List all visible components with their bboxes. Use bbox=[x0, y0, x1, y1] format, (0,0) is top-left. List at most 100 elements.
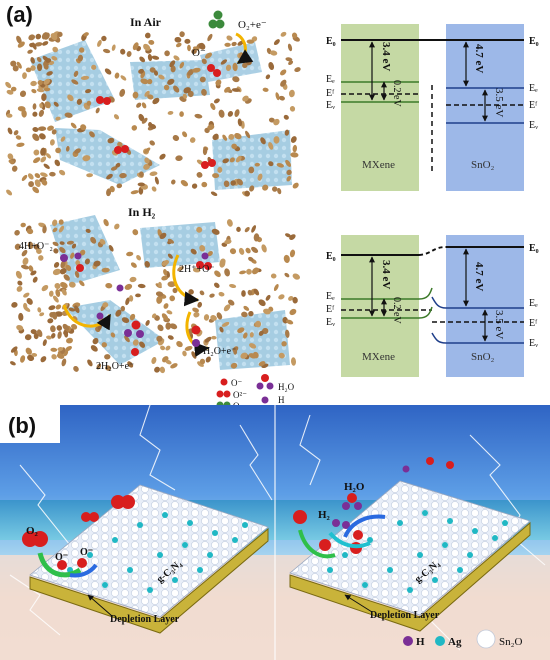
sno2-particle bbox=[249, 343, 257, 349]
sno2-particle bbox=[232, 346, 239, 352]
sno2-particle bbox=[257, 173, 263, 181]
sno2-particle bbox=[10, 361, 16, 366]
sno2-particle bbox=[221, 321, 230, 327]
sno2-particle bbox=[56, 325, 63, 331]
sno2-particle bbox=[157, 324, 164, 332]
sno2-particle bbox=[125, 297, 130, 306]
sno2-particle bbox=[50, 347, 58, 352]
sno2-particle bbox=[34, 179, 41, 188]
sno2-particle bbox=[171, 179, 176, 185]
sno2-particle bbox=[237, 327, 245, 333]
sno2-particle bbox=[126, 251, 134, 257]
sno2-particle bbox=[291, 32, 298, 39]
sno2-particle bbox=[135, 293, 141, 298]
sno2-particle bbox=[248, 311, 254, 317]
sno2-particle bbox=[207, 33, 213, 42]
sno2-particle bbox=[52, 227, 58, 233]
panel-b: O₂ O⁻ O⁻ g-C₃N₄ Depletion Layer bbox=[0, 405, 550, 660]
mxene-region-h2 bbox=[341, 235, 419, 377]
sno2-particle bbox=[70, 122, 77, 129]
sno2-particle bbox=[249, 332, 254, 338]
sno2-particle bbox=[147, 94, 154, 100]
left-blue-arrow bbox=[69, 563, 98, 578]
sno2-particle bbox=[80, 75, 90, 80]
h2-scene: In H₂ 4H+O⁻₂ 2H⁺+O⁻ H₂O+e⁻ 2H₂O+e⁻ bbox=[10, 205, 300, 374]
sno2-particle bbox=[278, 352, 285, 359]
h2-mid-reaction: 2H⁺+O⁻ bbox=[179, 264, 215, 275]
sno2-particle bbox=[47, 125, 54, 131]
sno2-particle bbox=[289, 106, 296, 112]
sno2-particle bbox=[170, 363, 178, 369]
sno2-particle bbox=[252, 267, 259, 275]
sno2-particle bbox=[248, 256, 254, 262]
sno2-particle bbox=[145, 319, 150, 326]
sno2-particle bbox=[251, 246, 259, 253]
sno2-particle bbox=[27, 354, 35, 362]
sno2-particle bbox=[246, 39, 255, 44]
sno2-particle bbox=[71, 243, 77, 249]
sno2-particle bbox=[179, 61, 185, 69]
sno2-particle bbox=[83, 32, 89, 37]
label-ev-right-h2: Eᵥ bbox=[529, 338, 538, 349]
sno2-particle bbox=[207, 251, 213, 257]
sno2-particle bbox=[194, 113, 203, 119]
sno2-particle bbox=[11, 302, 18, 308]
h2-title: In H₂ bbox=[128, 205, 156, 219]
sno2-particle bbox=[214, 270, 221, 278]
sno2-particle bbox=[211, 228, 220, 235]
sno2-particle bbox=[23, 292, 30, 298]
sno2-particle bbox=[177, 266, 184, 272]
sno2-particle bbox=[219, 326, 224, 333]
sno2-particle bbox=[242, 95, 249, 102]
sno2-particle bbox=[52, 268, 61, 276]
sno2-particle bbox=[38, 133, 46, 140]
sno2-particle bbox=[192, 46, 200, 51]
sno2-particle bbox=[91, 64, 97, 70]
sno2-particle bbox=[231, 41, 237, 47]
sno2-particle bbox=[68, 281, 76, 288]
sno2-particle bbox=[6, 189, 13, 196]
sno2-particle bbox=[247, 289, 253, 296]
sno2-particle bbox=[229, 157, 235, 163]
sno2-particle bbox=[86, 173, 93, 178]
label-gap-sno2-h2: 4.7 eV bbox=[473, 262, 485, 291]
legend-b-ag: Ag bbox=[435, 636, 462, 648]
sno2-particle bbox=[175, 42, 182, 48]
sno2-particle bbox=[234, 132, 242, 140]
sno2-particle bbox=[127, 361, 134, 368]
sno2-particle bbox=[211, 335, 217, 340]
sno2-particle bbox=[217, 166, 223, 173]
sno2-particle bbox=[163, 303, 169, 309]
sno2-particle bbox=[272, 186, 278, 192]
sno2-particle bbox=[192, 67, 201, 73]
h2-reaction-arrows bbox=[62, 254, 210, 357]
sno2-particle bbox=[130, 262, 137, 268]
sno2-particle bbox=[66, 240, 74, 245]
sno2-particle bbox=[179, 31, 185, 38]
label-e0-left-air: E₀ bbox=[326, 36, 336, 47]
sno2-particle bbox=[284, 129, 290, 136]
sno2-particle bbox=[21, 264, 30, 270]
legend-b-h-label: H bbox=[416, 636, 425, 648]
sno2-particle bbox=[43, 63, 49, 70]
sno2-particle bbox=[245, 247, 251, 254]
sno2-particle bbox=[258, 299, 266, 307]
sno2-particle bbox=[143, 43, 151, 51]
sno2-particle bbox=[210, 191, 218, 197]
label-gap-sno2-air: 4.7 eV bbox=[473, 44, 485, 73]
sno2-particle bbox=[156, 335, 163, 342]
sno2-particle bbox=[139, 56, 146, 63]
sno2-particle bbox=[129, 313, 136, 321]
sno2-particle bbox=[249, 185, 255, 192]
sno2-particle bbox=[85, 228, 91, 233]
sno2-particle bbox=[216, 312, 223, 320]
sno2-particle bbox=[102, 48, 111, 54]
sno2-particle bbox=[241, 290, 246, 297]
sno2-particle bbox=[214, 282, 220, 288]
sno2-particle bbox=[199, 290, 205, 296]
sno2-particle bbox=[189, 137, 196, 143]
label-ec-left-air: Eₑ bbox=[326, 74, 335, 85]
right-cyan-arrow bbox=[328, 531, 371, 549]
sno2-particle bbox=[86, 100, 92, 106]
sno2-particle bbox=[7, 153, 14, 160]
